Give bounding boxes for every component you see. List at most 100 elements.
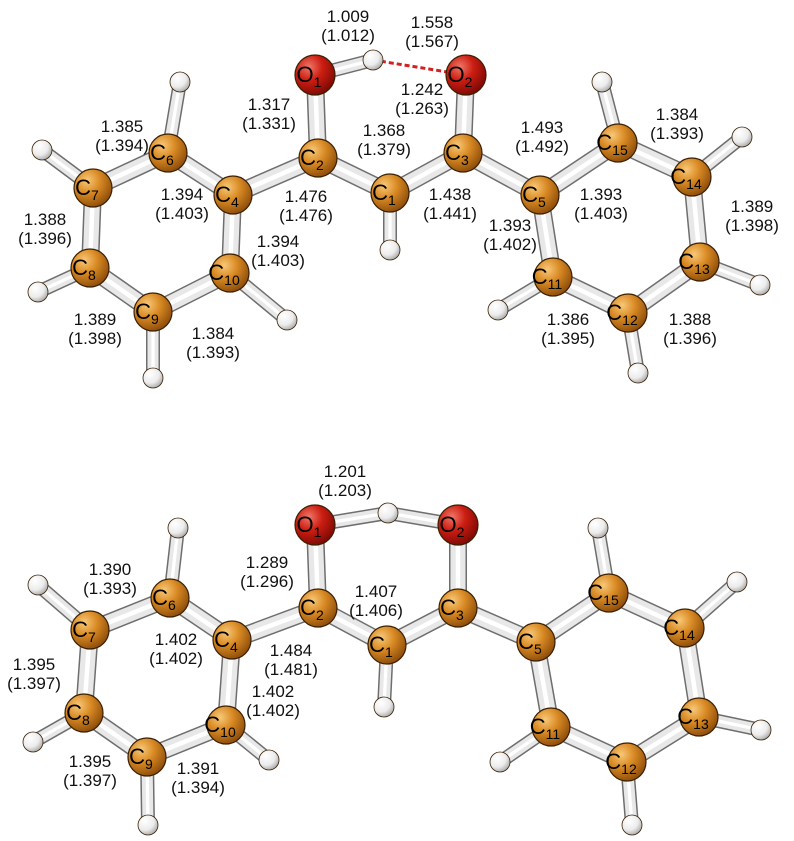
- bond-length-label-bottom-l_C4C6: 1.402(1.402): [149, 630, 203, 668]
- atom-top-C4: C4: [213, 175, 253, 215]
- hydrogen-sphere: [749, 274, 771, 296]
- bond-length-label-bottom-l_C9C10: 1.391(1.394): [171, 759, 225, 797]
- atom-subscript: 6: [168, 597, 176, 613]
- atom-bottom-H_C1: [373, 696, 395, 718]
- atom-top-H_C14: [731, 126, 753, 148]
- carbon-sphere: [589, 573, 629, 613]
- bond-length-alt-value: (1.331): [242, 114, 296, 133]
- atom-top-C9: C9: [133, 292, 173, 332]
- bond-length-label-top-l_C3C5: 1.493(1.492): [515, 118, 569, 156]
- bond-length-value: 1.394: [257, 232, 300, 251]
- bond-length-alt-value: (1.402): [483, 235, 537, 254]
- atom-bottom-C9: C9: [127, 737, 167, 777]
- atom-subscript: 9: [145, 756, 153, 772]
- atom-subscript: 14: [679, 627, 695, 643]
- bond-length-label-top-l_HO2: 1.558(1.567): [405, 13, 459, 51]
- bond-length-value: 1.388: [24, 210, 67, 229]
- atom-top-C11: C11: [532, 257, 573, 297]
- atom-label-C5: C5: [522, 182, 546, 210]
- atom-bottom-H_C8: [22, 731, 44, 753]
- bond-length-label-top-l_C9C10: 1.384(1.393): [186, 324, 240, 362]
- atom-label-C11: C11: [532, 264, 563, 292]
- bond-length-label-top-l_C11C12: 1.386(1.395): [541, 310, 595, 348]
- bond-length-alt-value: (1.403): [155, 204, 209, 223]
- bond-length-value: 1.009: [327, 7, 370, 26]
- carbon-sphere: [608, 293, 648, 333]
- bond-length-value: 1.402: [155, 630, 198, 649]
- atom-subscript: 2: [465, 74, 473, 90]
- bond-length-label-bottom-l_C4C10: 1.402(1.402): [246, 682, 300, 720]
- bond-length-value: 1.407: [355, 582, 398, 601]
- atom-bottom-C6: C6: [150, 578, 190, 618]
- atom-bottom-H_C10: [258, 749, 280, 771]
- atom-bottom-C1: C1: [367, 625, 407, 665]
- carbon-sphere: [672, 157, 712, 197]
- bond-length-alt-value: (1.263): [395, 99, 449, 118]
- atom-symbol: C: [72, 255, 88, 280]
- bond-length-value: 1.402: [252, 682, 295, 701]
- carbon-sphere: [679, 697, 719, 737]
- atom-subscript: 5: [534, 641, 542, 657]
- atom-top-H_C9: [142, 367, 164, 389]
- atom-bottom-H_C15: [587, 517, 609, 539]
- atom-bottom-H_C9: [137, 814, 159, 836]
- hydrogen-sphere: [731, 126, 753, 148]
- atom-label-C10: C10: [208, 260, 240, 288]
- bond-length-alt-value: (1.393): [650, 124, 704, 143]
- atom-symbol: C: [605, 749, 621, 774]
- atom-label-O2: O2: [448, 62, 473, 90]
- atom-top-C1: C1: [370, 173, 410, 213]
- hydrogen-sphere: [142, 367, 164, 389]
- bond-length-alt-value: (1.397): [63, 771, 117, 790]
- hydrogen-sphere: [31, 139, 53, 161]
- atom-label-C9: C9: [135, 299, 159, 327]
- atom-symbol: C: [208, 260, 224, 285]
- bond-length-alt-value: (1.441): [423, 204, 477, 223]
- bond-length-alt-value: (1.394): [171, 778, 225, 797]
- hydrogen-sphere: [137, 814, 159, 836]
- atom-label-C8: C8: [66, 700, 90, 728]
- atom-subscript: 10: [224, 272, 240, 288]
- atom-top-H_C7: [31, 139, 53, 161]
- bond-length-label-bottom-l_C2C4: 1.484(1.481): [264, 641, 318, 679]
- atom-top-C7: C7: [73, 168, 113, 208]
- bond-length-label-bottom-l_C7C8: 1.395(1.397): [7, 655, 61, 693]
- bond-length-alt-value: (1.203): [318, 481, 372, 500]
- atom-symbol: C: [150, 140, 166, 165]
- bond-length-value: 1.390: [89, 560, 132, 579]
- atom-bottom-H_C12: [621, 814, 643, 836]
- hydrogen-sphere: [487, 299, 509, 321]
- hydrogen-sphere: [169, 71, 191, 93]
- atom-symbol: C: [129, 744, 145, 769]
- atom-label-C15: C15: [596, 130, 628, 158]
- hydrogen-sphere: [621, 814, 643, 836]
- bond-length-value: 1.389: [731, 197, 774, 216]
- bond-length-alt-value: (1.481): [264, 660, 318, 679]
- atom-top-C12: C12: [606, 293, 648, 333]
- carbon-sphere: [70, 610, 110, 650]
- atom-top-H_C1: [379, 239, 401, 261]
- carbon-sphere: [598, 123, 638, 163]
- bond-length-value: 1.395: [69, 752, 112, 771]
- bond-length-label-bottom-l_C8C9: 1.395(1.397): [63, 752, 117, 790]
- bond-length-label-top-l_C2C4: 1.476(1.476): [279, 187, 333, 225]
- bond-length-value: 1.438: [429, 185, 472, 204]
- atom-subscript: 13: [693, 716, 709, 732]
- carbon-sphere: [607, 742, 647, 782]
- atom-label-C8: C8: [72, 255, 96, 283]
- bond-length-value: 1.484: [270, 641, 313, 660]
- bond-length-label-top-l_C5C11: 1.393(1.402): [483, 216, 537, 254]
- bond-length-label-top-l_C5C15: 1.393(1.403): [574, 185, 628, 223]
- atom-symbol: O: [448, 62, 465, 87]
- bond-length-alt-value: (1.476): [279, 206, 333, 225]
- bond-length-value: 1.317: [248, 95, 291, 114]
- bond-length-alt-value: (1.396): [18, 229, 72, 248]
- carbon-sphere: [443, 133, 483, 173]
- bond-length-alt-value: (1.492): [515, 137, 569, 156]
- atom-subscript: 15: [612, 142, 628, 158]
- atom-label-C5: C5: [518, 629, 542, 657]
- bond-length-value: 1.386: [547, 310, 590, 329]
- atom-bottom-H_O: [377, 502, 399, 524]
